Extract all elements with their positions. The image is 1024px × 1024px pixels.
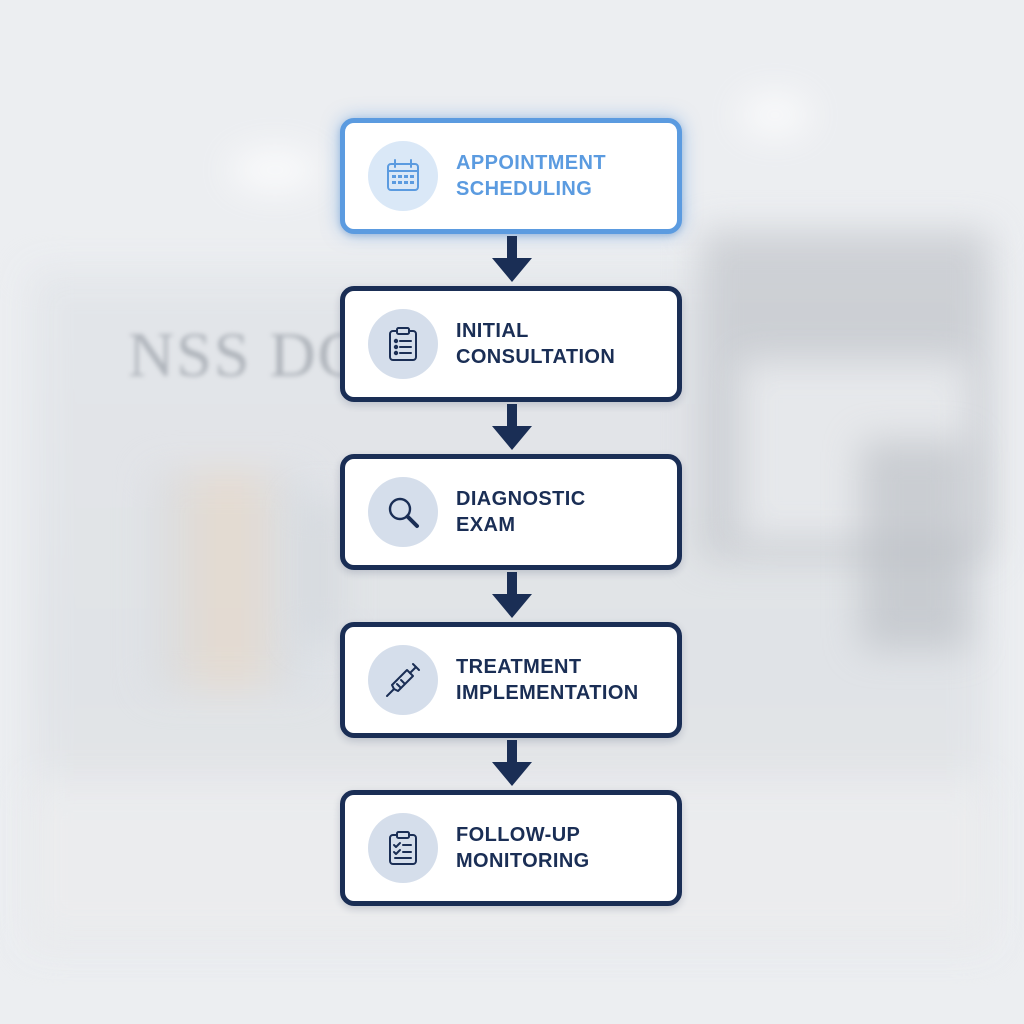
- background-furniture: [860, 440, 970, 650]
- step-label: APPOINTMENT SCHEDULING: [456, 150, 669, 202]
- syringe-icon: [386, 663, 420, 697]
- step-label-line: APPOINTMENT: [456, 152, 606, 174]
- step-follow-up-monitoring: FOLLOW-UP MONITORING: [340, 790, 682, 906]
- step-appointment-scheduling: APPOINTMENT SCHEDULING: [340, 118, 682, 234]
- step-label-line: MONITORING: [456, 850, 590, 872]
- step-label-line: EXAM: [456, 514, 516, 536]
- down-arrow: [492, 740, 532, 786]
- step-initial-consultation: INITIAL CONSULTATION: [340, 286, 682, 402]
- step-label-line: CONSULTATION: [456, 346, 616, 368]
- clipboard-list-icon: [389, 327, 417, 361]
- ceiling-light: [740, 95, 810, 135]
- step-label-line: INITIAL: [456, 320, 529, 342]
- calendar-icon: [387, 159, 419, 191]
- step-label-line: FOLLOW-UP: [456, 824, 581, 846]
- background-shelf: [150, 470, 310, 690]
- background-shelf: [300, 500, 340, 640]
- down-arrow: [492, 404, 532, 450]
- step-treatment-implementation: TREATMENT IMPLEMENTATION: [340, 622, 682, 738]
- step-diagnostic-exam: DIAGNOSTIC EXAM: [340, 454, 682, 570]
- step-icon-badge: [368, 141, 438, 211]
- step-label-line: TREATMENT: [456, 656, 582, 678]
- step-icon-badge: [368, 309, 438, 379]
- step-label: FOLLOW-UP MONITORING: [456, 822, 669, 874]
- step-icon-badge: [368, 645, 438, 715]
- step-label-line: IMPLEMENTATION: [456, 682, 639, 704]
- step-label: TREATMENT IMPLEMENTATION: [456, 654, 669, 706]
- ceiling-light: [230, 150, 320, 190]
- down-arrow: [492, 572, 532, 618]
- step-label: INITIAL CONSULTATION: [456, 318, 669, 370]
- step-label-line: DIAGNOSTIC: [456, 488, 586, 510]
- step-icon-badge: [368, 813, 438, 883]
- down-arrow: [492, 236, 532, 282]
- magnifier-icon: [388, 497, 419, 528]
- clipboard-check-icon: [389, 831, 417, 865]
- wall-sign: NSS DC: [128, 319, 363, 390]
- step-icon-badge: [368, 477, 438, 547]
- step-label-line: SCHEDULING: [456, 178, 593, 200]
- step-label: DIAGNOSTIC EXAM: [456, 486, 669, 538]
